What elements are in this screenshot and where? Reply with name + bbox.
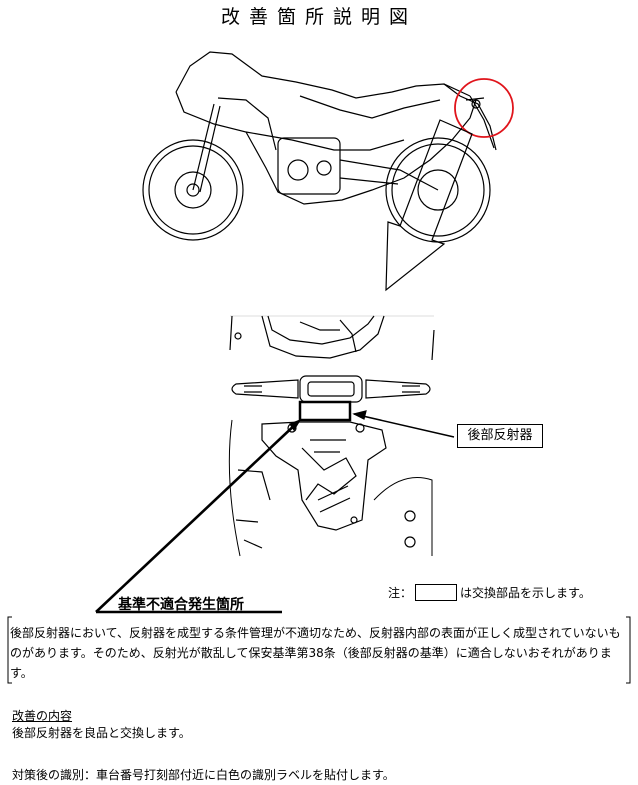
reflector-part [298,400,352,422]
identification-text: 対策後の識別：車台番号打刻部付近に白色の識別ラベルを貼付します。 [12,768,395,782]
note-suffix: は交換部品を示します。 [460,586,591,600]
note-prefix: 注： [388,586,413,600]
defect-description: 後部反射器において、反射器を成型する条件管理が不適切なため、反射器内部の表面が正… [10,626,621,680]
legend-note: 注： は交換部品を示します。 [388,584,591,601]
reflector-callout: 後部反射器 [457,424,543,448]
improvement-heading: 改善の内容 [12,709,73,723]
replacement-part-swatch [415,584,458,601]
highlight-circle [454,78,514,138]
rear-closeup-view [228,315,435,557]
nonconformity-callout: 基準不適合発生箇所 [118,597,244,613]
improvement-body: 後部反射器を良品と交換します。 [12,726,191,740]
motorcycle-side-view [142,51,497,243]
zoom-arrow [385,119,473,292]
page-title: 改善箇所説明図 [220,6,417,28]
